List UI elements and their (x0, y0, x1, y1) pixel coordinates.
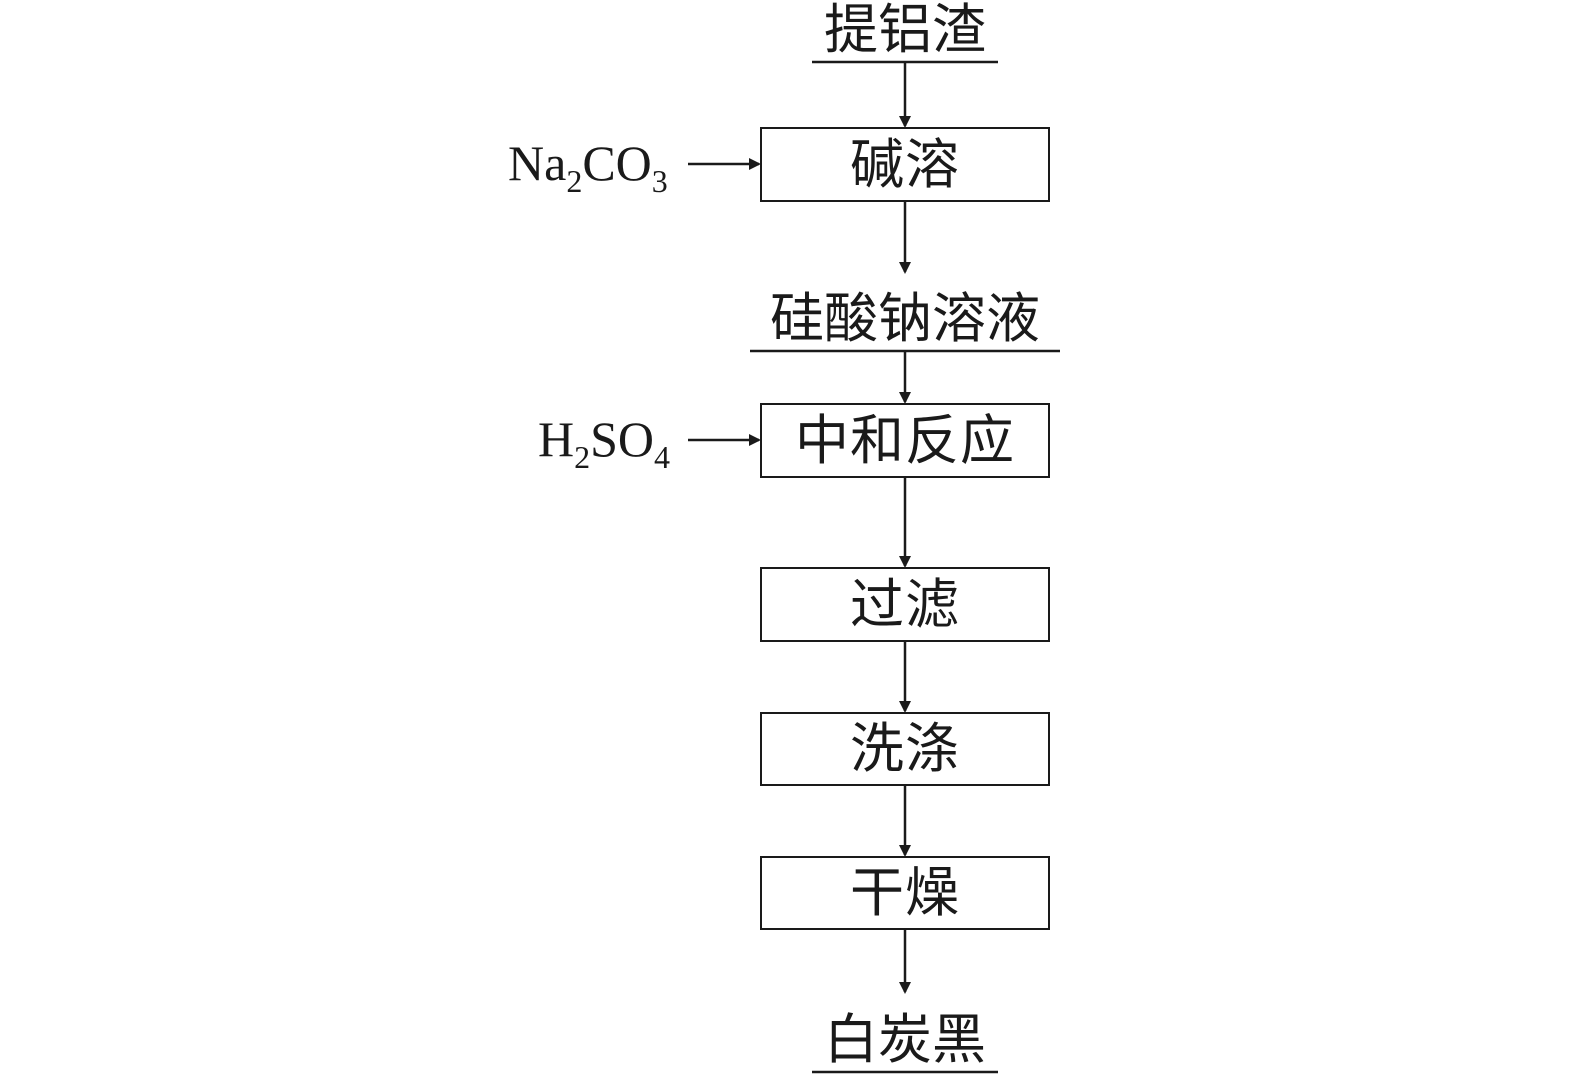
step5-label: 干燥 (850, 861, 960, 924)
process-box-step5: 干燥 (760, 856, 1050, 930)
product-label: 白炭黑 (824, 1008, 986, 1071)
step3-label: 过滤 (850, 572, 960, 636)
intermediate-label: 硅酸钠溶液 (770, 287, 1040, 350)
process-box-step3: 过滤 (760, 567, 1050, 642)
step1-label: 碱溶 (850, 132, 960, 196)
process-box-step4: 洗涤 (760, 712, 1050, 786)
process-box-step2: 中和反应 (760, 403, 1050, 478)
reagent-h2so4-label: H2SO4 (538, 411, 671, 475)
step2-label: 中和反应 (795, 408, 1015, 472)
step4-label: 洗涤 (850, 717, 960, 780)
start-material-label: 提铝渣 (824, 0, 986, 61)
process-box-step1: 碱溶 (760, 127, 1050, 202)
reagent-na2co3-label: Na2CO3 (508, 135, 668, 199)
